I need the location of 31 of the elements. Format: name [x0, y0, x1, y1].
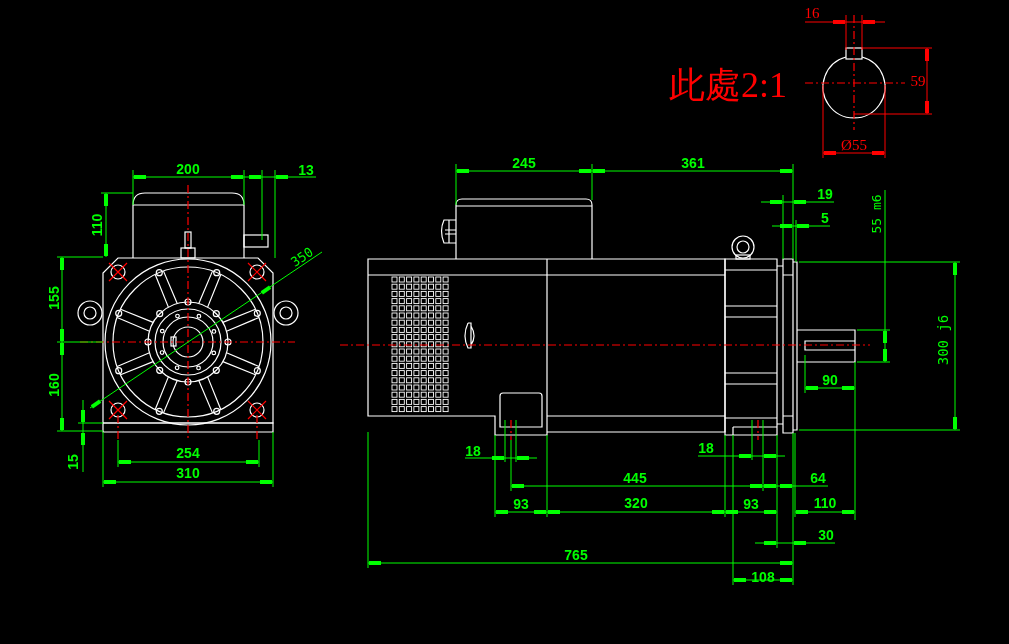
dimension-text: Ø55 — [841, 137, 867, 153]
dimension-text: 155 — [47, 286, 61, 310]
dimension-text: 108 — [751, 570, 775, 584]
dimension-text: 19 — [817, 187, 833, 201]
dimension-text: 361 — [681, 156, 705, 170]
dimension-text: 18 — [698, 441, 714, 455]
dimension-text: 110 — [90, 213, 104, 237]
dimension-text: 64 — [810, 471, 826, 485]
dimension-text: 160 — [47, 373, 61, 397]
dimension-text: 310 — [176, 466, 200, 480]
dimension-text: 5 — [821, 211, 829, 225]
dimension-text: 13 — [298, 163, 314, 177]
dimension-text: 55 m6 — [869, 194, 883, 234]
dimension-text: 59 — [910, 73, 926, 89]
dimension-text: 30 — [818, 528, 834, 542]
dimension-text: 245 — [512, 156, 536, 170]
dimension-text: 300 j6 — [936, 314, 950, 366]
dimension-text: 93 — [743, 497, 759, 511]
dimension-text: 110 — [813, 496, 837, 510]
dimension-text: 93 — [513, 497, 529, 511]
dimension-text: 15 — [66, 454, 80, 470]
dimension-text: 765 — [564, 548, 588, 562]
dimension-text: 90 — [822, 373, 838, 387]
dimension-text: 445 — [623, 471, 647, 485]
dimension-text: 320 — [624, 496, 648, 510]
dimension-text: 200 — [176, 162, 200, 176]
dimension-text: 18 — [465, 444, 481, 458]
scale-note: 此處2:1 — [669, 67, 787, 103]
dimension-text: 254 — [176, 446, 200, 460]
dimension-text: 350 — [288, 245, 316, 269]
dimension-text: 16 — [804, 5, 820, 21]
